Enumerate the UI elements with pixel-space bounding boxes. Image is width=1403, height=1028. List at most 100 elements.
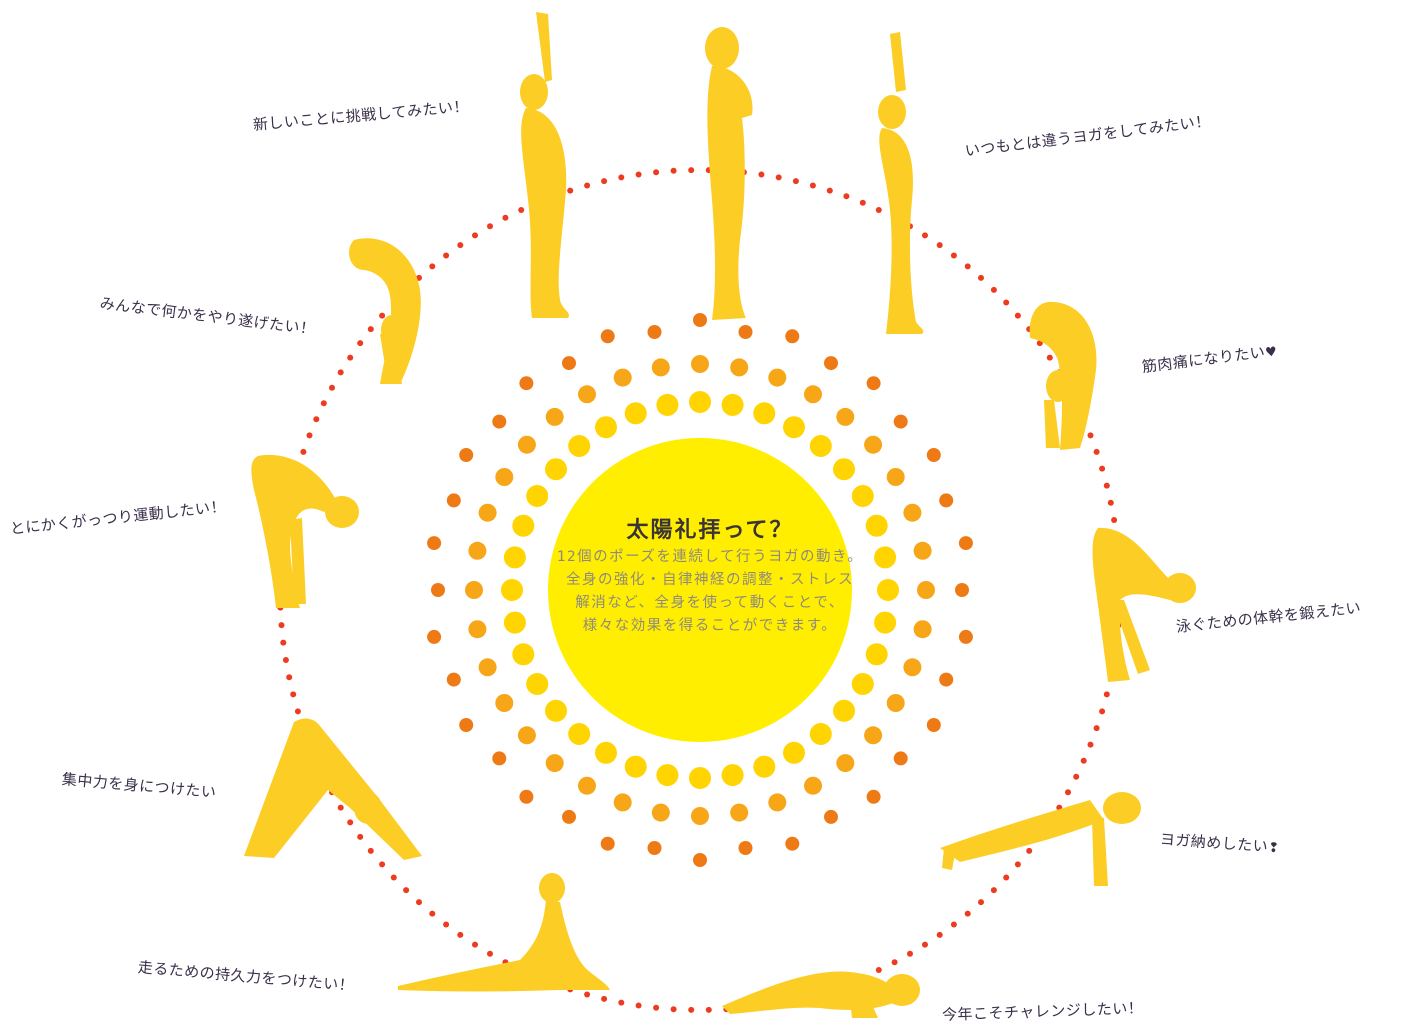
ring-dot [1087, 741, 1094, 748]
center-explanation: 太陽礼拝って？ 12個のポーズを連続して行うヨガの動き。 全身の強化・自律神経の… [495, 512, 925, 638]
ring-dot [1099, 708, 1106, 715]
ring-dot [653, 1004, 660, 1011]
ray-dot [693, 853, 707, 867]
ray-dot [562, 356, 576, 371]
pose-plank-right [940, 792, 1141, 886]
ring-dot [367, 326, 374, 333]
ring-dot [1103, 482, 1110, 489]
ring-dot [278, 622, 285, 629]
ray-dot [431, 583, 445, 597]
ring-dot [313, 416, 320, 423]
ray-dot [691, 807, 709, 825]
ray-dot [595, 416, 617, 439]
ray-dot [478, 658, 497, 677]
ring-dot [601, 178, 608, 185]
ray-dot [824, 809, 838, 824]
ray-dot [824, 356, 838, 371]
ray-dot [903, 658, 922, 677]
ray-dot [865, 643, 888, 666]
ray-dot [578, 776, 596, 795]
ray-dot [785, 836, 800, 851]
ray-dot [689, 391, 711, 413]
ring-dot [758, 171, 765, 178]
ray-dot [866, 376, 881, 391]
ring-dot [1026, 847, 1033, 854]
ray-dot [913, 541, 932, 560]
ring-dot [472, 941, 478, 948]
ray-dot [926, 718, 941, 732]
ray-dot [613, 793, 632, 812]
ring-dot [300, 448, 307, 455]
ray-dot [512, 514, 535, 537]
ray-dot [877, 579, 899, 601]
ring-dot [670, 167, 677, 174]
pose-downward-dog [244, 718, 422, 860]
ring-dot [320, 400, 327, 407]
ray-dot [503, 611, 526, 634]
ray-dot [545, 458, 567, 481]
ray-dot [492, 414, 507, 429]
ray-dot [738, 325, 753, 339]
ring-dot [653, 169, 660, 176]
ray-dot [568, 723, 591, 745]
ring-dot [1087, 432, 1094, 439]
ring-dot [487, 950, 493, 957]
ring-dot [936, 242, 943, 249]
sun-disc [548, 438, 852, 742]
ring-dot [337, 369, 344, 376]
ring-dot [347, 819, 354, 826]
ring-dot [306, 432, 313, 439]
ray-dot [519, 376, 534, 391]
ray-dot [651, 803, 670, 822]
center-line: 解消など、全身を使って動くことで、 [575, 595, 845, 611]
ring-dot [1014, 312, 1021, 319]
pose-knees-chest-chin [722, 971, 920, 1018]
ray-dot [939, 493, 954, 508]
ray-dot [459, 718, 474, 732]
ray-dot [446, 493, 461, 508]
ring-dot [379, 312, 386, 319]
heart-icon: ♥ [1264, 344, 1279, 361]
ray-dot [864, 435, 883, 454]
ring-dot [775, 174, 782, 181]
ray-dot [833, 458, 855, 481]
pose-prayer-standing [705, 27, 753, 320]
pose-forward-fold-left [349, 238, 421, 384]
ray-dot [568, 435, 591, 457]
ring-dot [922, 232, 928, 239]
ray-dot [468, 620, 487, 639]
ring-dot [601, 995, 608, 1002]
ray-dot [651, 358, 670, 377]
ring-dot [859, 199, 866, 206]
ray-dot [903, 503, 922, 522]
ring-dot [294, 708, 301, 715]
ray-dot [459, 448, 474, 462]
ring-dot [1003, 874, 1010, 881]
ray-dot [955, 583, 969, 597]
ray-dot [465, 581, 483, 599]
ring-dot [635, 1002, 642, 1009]
ring-dot [809, 182, 816, 189]
ray-dot [783, 416, 805, 439]
ray-dot [526, 673, 549, 695]
ring-dot [518, 207, 525, 213]
ray-dot [886, 694, 905, 712]
ring-dot [472, 232, 478, 239]
ray-dot [783, 741, 805, 764]
ray-dot [647, 841, 662, 855]
ring-dot [936, 931, 943, 938]
ray-dot [804, 385, 822, 404]
ray-dot [519, 789, 534, 804]
ray-dot [501, 579, 523, 601]
ray-dot [492, 751, 507, 766]
ray-dot [624, 755, 647, 778]
ring-dot [280, 639, 287, 646]
ray-dot [693, 313, 707, 327]
ring-dot [670, 1006, 677, 1013]
ray-dot [809, 723, 832, 745]
ring-dot [502, 214, 509, 221]
ring-dot [1014, 861, 1021, 868]
ring-dot [792, 178, 799, 185]
ray-dot [926, 448, 941, 462]
ring-dot [329, 384, 335, 391]
